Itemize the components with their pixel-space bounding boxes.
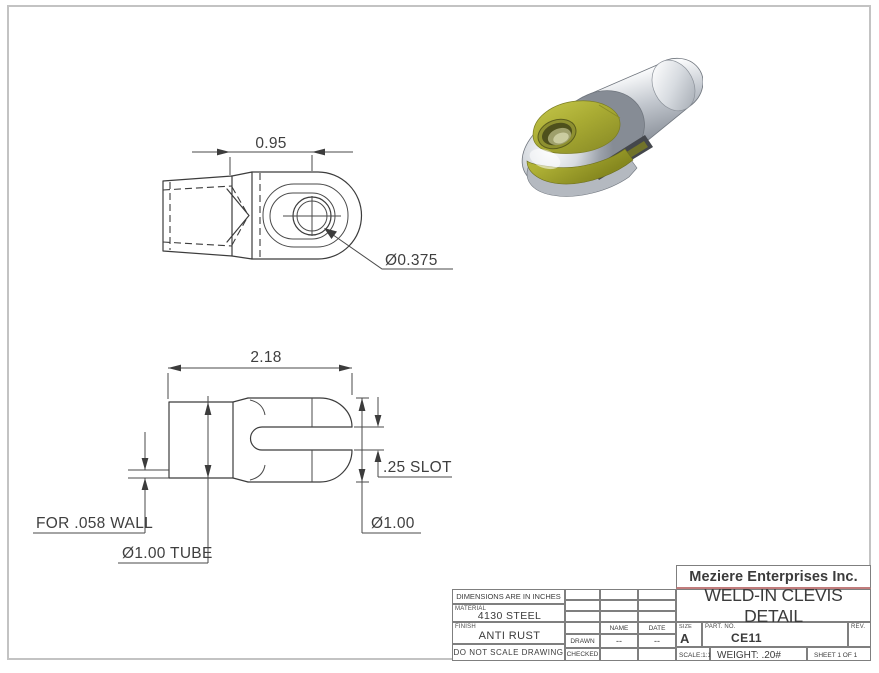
material-label: MATERIAL [455,606,487,612]
title-block: Meziere Enterprises Inc. WELD-IN CLEVIS … [452,565,871,661]
size-value: A [680,631,690,646]
side-view: 2.18 .25 SLOT Ø1.00 FOR .058 WAL [33,349,452,564]
iso-highlight [529,148,561,170]
fork-outline-bottom [247,449,353,483]
checked-label: CHECKED [565,648,600,661]
front-view: 0.95 Ø0.375 [162,135,453,270]
date-header: DATE [638,622,676,634]
material-value: 4130 STEEL [477,610,542,622]
dim-length-label: 2.18 [250,349,281,366]
checked-date [638,648,676,661]
dim-od-100: Ø1.00 [356,397,421,534]
note-wall-label: FOR .058 WALL [36,515,153,532]
name-header: NAME [600,622,638,634]
dim-slot-label: .25 SLOT [383,459,452,476]
sheet-text: SHEET 1 OF 1 [807,647,871,661]
finish-value: ANTI RUST [478,630,541,642]
drawing-title: WELD-IN CLEVIS DETAIL [676,585,871,626]
no-scale-note: DO NOT SCALE DRAWING [452,644,565,661]
finish-label: FINISH [455,624,476,630]
note-wall-058: FOR .058 WALL [33,432,169,534]
note-tube-label: Ø1.00 TUBE [122,545,213,562]
size-label: SIZE [679,624,693,630]
drawn-name: -- [600,634,638,648]
weight-text: WEIGHT: .20# [710,647,807,661]
dim-od-label: Ø1.00 [371,515,415,532]
dim-hole-0375: Ø0.375 [324,228,453,270]
drawn-date: -- [638,634,676,648]
dim-width-label: 0.95 [255,135,286,152]
scale-text: SCALE:1:1 [676,647,711,661]
dim-length-218: 2.18 [167,349,353,399]
tube-hidden-lines [162,182,248,250]
slot-outline [249,426,353,451]
checked-name [600,648,638,661]
sheet-border [7,5,871,660]
weld-chevron [226,188,250,243]
dim-slot-025: .25 SLOT [354,397,452,478]
note-tube-100: Ø1.00 TUBE [118,396,213,564]
iso-tube-end-face [651,59,696,112]
drawn-label: DRAWN [565,634,600,648]
fork-outline-top [247,397,353,428]
clevis-outline [251,171,363,260]
units-note: DIMENSIONS ARE IN INCHES [452,589,565,604]
part-no-value: CE11 [731,631,762,645]
rev-label: REV. [851,624,866,630]
dim-width-095: 0.95 [192,135,353,175]
isometric-view [521,57,703,197]
spigot-outline [168,401,234,479]
company-name: Meziere Enterprises Inc. [676,565,871,589]
part-no-label: PART. NO. [705,624,736,630]
tube-outline [162,175,233,257]
dim-hole-label: Ø0.375 [385,252,438,269]
